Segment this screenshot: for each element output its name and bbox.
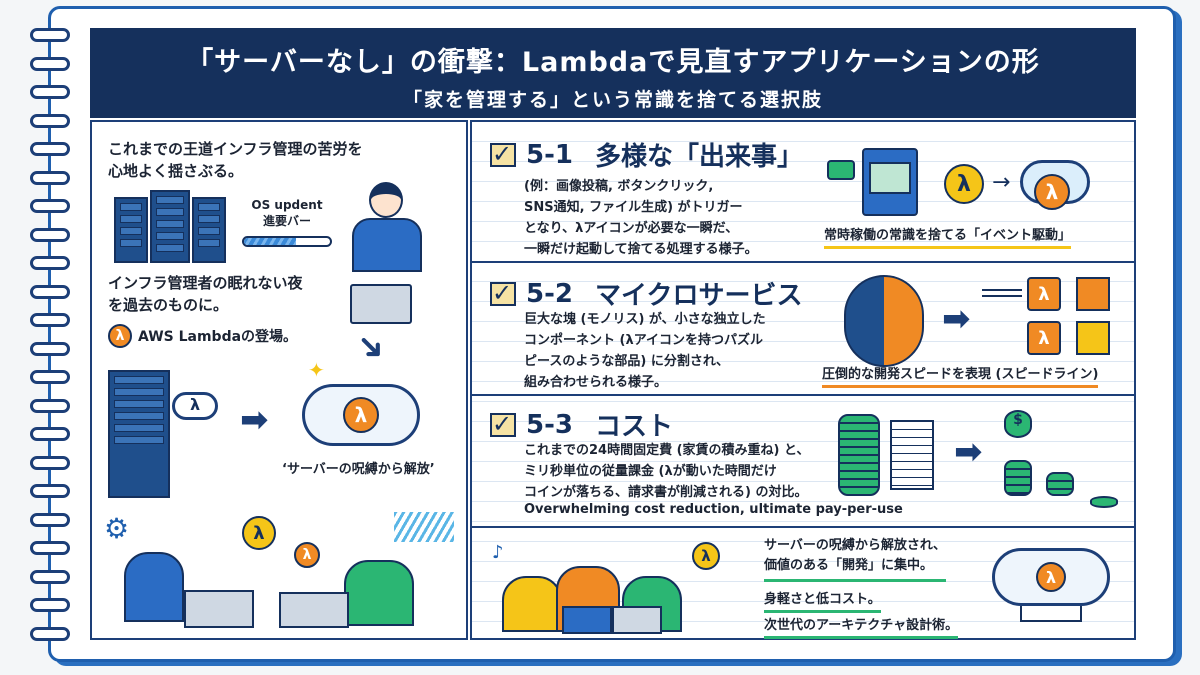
lambda-intro-text: AWS Lambdaの登場。 [138, 329, 298, 345]
coin-stack-icon [1046, 472, 1074, 496]
coin-stack-icon [1004, 460, 1032, 496]
image-post-icon [862, 148, 918, 216]
spiral-ring [30, 170, 70, 185]
lambda-cloud-icon: λ [302, 384, 420, 446]
spiral-ring [30, 370, 70, 384]
section-number: 5-3 [526, 409, 573, 440]
server-icon [108, 370, 170, 498]
lambda-bubble-icon: λ [242, 516, 276, 550]
lambda-icon: λ [108, 324, 132, 348]
summary-point: サーバーの呪縛から解放され、 価値のある「開発」に集中。 [764, 536, 947, 582]
arrow-right-icon: → [992, 170, 1011, 195]
checkbox-icon: ✓ [490, 281, 516, 306]
spiral-ring [30, 313, 70, 327]
section-caption: Overwhelming cost reduction, ultimate pa… [524, 502, 903, 517]
arrow-right-icon: ➡ [942, 299, 971, 339]
section-number: 5-1 [526, 139, 573, 170]
lambda-trigger-icon: λ [944, 164, 984, 204]
puzzle-piece-icon: λ [1027, 321, 1061, 355]
spiral-ring [30, 398, 70, 413]
right-panel: ✓ 5-1 多様な「出来事」 (例：画像投稿, ボタンクリック, SNS通知, ファ… [470, 120, 1136, 640]
music-note-icon: ♪ [492, 542, 504, 563]
spiral-ring [30, 284, 70, 299]
arrow-right-icon: ➡ [954, 432, 983, 472]
release-caption: ‘サーバーの呪縛から解放’ [282, 462, 435, 477]
spiral-ring [30, 541, 70, 555]
invoice-icon [890, 420, 934, 490]
spiral-ring [30, 56, 70, 71]
section-5-3: ✓ 5-3 コスト これまでの24時間固定費 (家賃の積み重ね) と、 ミリ秒単位の… [472, 396, 1134, 528]
page-subtitle: 「家を管理する」という常識を捨てる選択肢 [402, 89, 823, 111]
spiral-ring [30, 199, 70, 213]
section-title: マイクロサービス [594, 281, 803, 311]
section-5-1: ✓ 5-1 多様な「出来事」 (例：画像投稿, ボタンクリック, SNS通知, ファ… [472, 122, 1134, 263]
spiral-ring [30, 484, 70, 498]
checkbox-icon: ✓ [490, 142, 516, 167]
section-title: コスト [594, 412, 673, 442]
spiral-ring [30, 227, 70, 242]
lambda-bubble-icon: λ [294, 542, 320, 568]
server-icon [192, 197, 226, 263]
section-caption: 常時稼働の常識を捨てる「イベント駆動」 [824, 224, 1072, 249]
checkbox-icon: ✓ [490, 412, 516, 437]
spiral-ring [30, 341, 70, 356]
gear-icon: ⚙ [104, 512, 130, 545]
spiral-ring [30, 598, 70, 612]
spiral-ring [30, 28, 70, 42]
spiral-ring [30, 113, 70, 128]
spiral-ring [30, 569, 70, 584]
puzzle-piece-icon [1076, 321, 1110, 355]
chat-bubble-icon [827, 160, 855, 180]
intro-text: これまでの王道インフラ管理の苦労を 心地よく揺さぶる。 [108, 140, 363, 180]
server-icon [150, 190, 190, 263]
sparkle-icon: ✦ [308, 358, 325, 382]
spiral-ring [30, 626, 70, 641]
spiral-ring [30, 455, 70, 470]
section-body: 巨大な塊 (モノリス) が、小さな独立した コンポーネント (λアイコンを持つパ… [524, 312, 766, 390]
summary-point: 身軽さと低コスト。 [764, 588, 881, 613]
server-icon [114, 197, 148, 263]
arrow-right-icon: ➡ [240, 400, 269, 440]
laptop-icon [350, 284, 412, 324]
summary-section: λ ♪ サーバーの呪縛から解放され、 価値のある「開発」に集中。 身軽さと低コス… [472, 528, 1134, 639]
spiral-ring [30, 85, 70, 99]
section-body: これまでの24時間固定費 (家賃の積み重ね) と、 ミリ秒単位の従量課金 (λが… [524, 443, 810, 500]
spiral-ring [30, 512, 70, 527]
lambda-cloud-network-icon: λ [992, 548, 1110, 606]
small-lambda-cloud-icon: λ [172, 392, 218, 420]
lambda-cloud-icon: λ [1034, 174, 1070, 210]
coin-icon [1090, 496, 1118, 508]
section-title: 多様な「出来事」 [594, 142, 803, 172]
puzzle-piece-icon: λ [1027, 277, 1061, 311]
lambda-intro: λ AWS Lambdaの登場。 [108, 324, 297, 348]
happy-team-illustration: λ ♪ [492, 542, 722, 634]
progress-bar [242, 236, 332, 247]
coin-stack-icon [838, 414, 880, 496]
monolith-puzzle-icon [844, 275, 924, 367]
arrow-down-icon: ➜ [347, 322, 396, 372]
network-connector [1020, 606, 1082, 622]
section-5-2: ✓ 5-2 マイクロサービス 巨大な塊 (モノリス) が、小さな独立した コンポーネ… [472, 263, 1134, 396]
stressed-worker-illustration [347, 182, 427, 272]
spiral-ring [30, 256, 70, 270]
sleepless-night-text: インフラ管理者の眠れない夜 を過去のものに。 [108, 274, 303, 314]
spiral-ring [30, 427, 70, 441]
dollar-coin-icon: $ [1004, 410, 1032, 438]
spiral-ring [30, 142, 70, 156]
section-number: 5-2 [526, 278, 573, 309]
page-title: 「サーバーなし」の衝撃：Lambdaで見直すアプリケーションの形 [186, 47, 1040, 78]
puzzle-piece-icon [1076, 277, 1110, 311]
header: 「サーバーなし」の衝撃：Lambdaで見直すアプリケーションの形 「家を管理する… [90, 28, 1136, 118]
lambda-bubble-icon: λ [692, 542, 720, 570]
section-body: (例：画像投稿, ボタンクリック, SNS通知, ファイル生成) がトリガー と… [524, 179, 758, 257]
summary-point: 次世代のアーキテクチャ設計術。 [764, 614, 959, 639]
section-caption: 圧倒的な開発スピードを表現 (スピードライン) [822, 363, 1099, 388]
team-illustration: ⚙ λ λ [104, 512, 454, 637]
